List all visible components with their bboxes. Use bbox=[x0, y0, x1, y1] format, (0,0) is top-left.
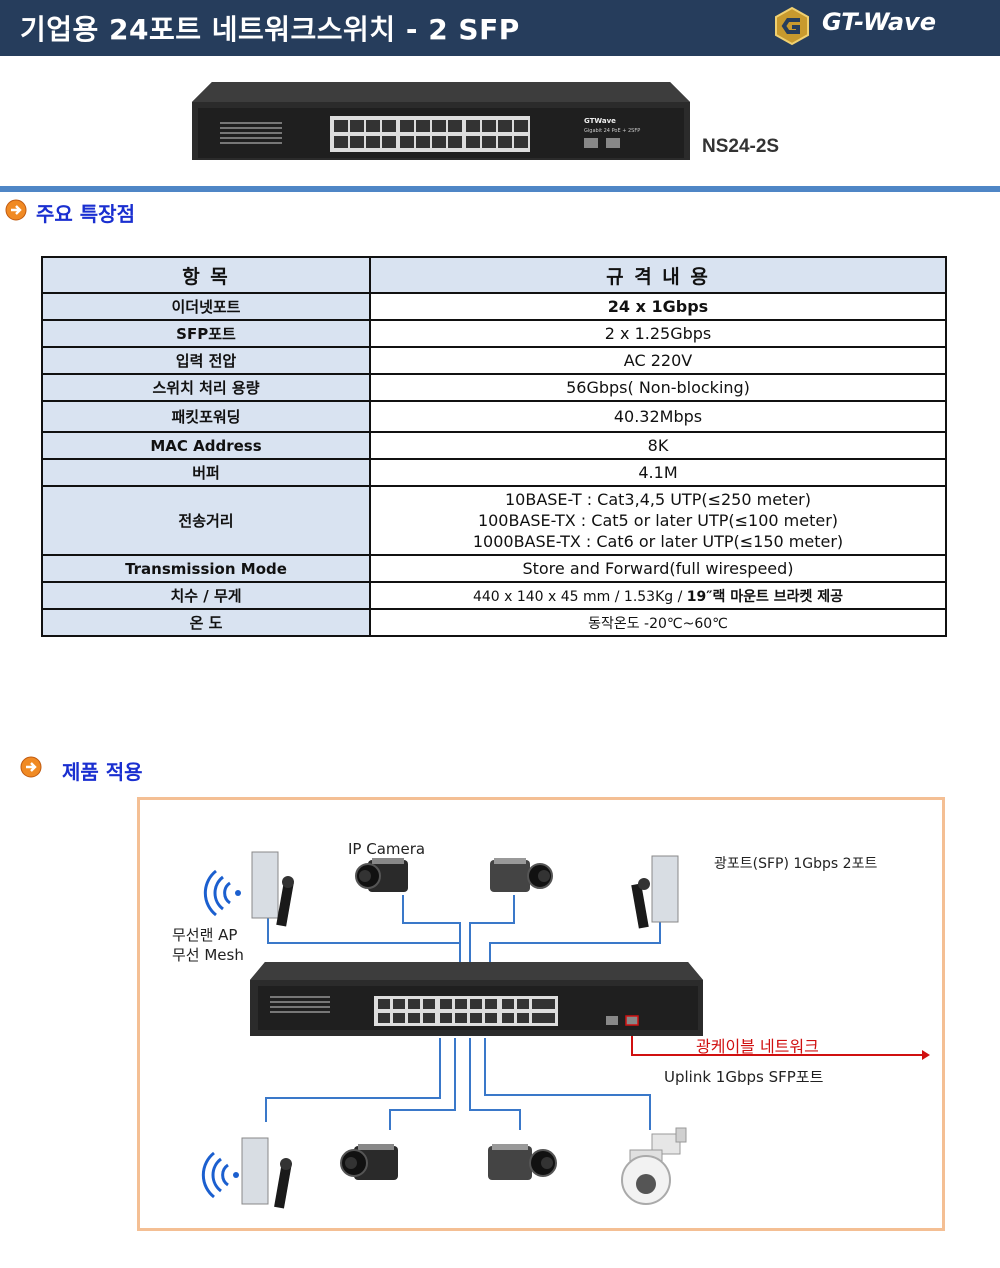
ip-camera-icon bbox=[488, 1144, 557, 1180]
network-diagram-graphic bbox=[201, 851, 930, 1209]
spec-value: 56Gbps( Non-blocking) bbox=[369, 373, 947, 402]
spec-value: AC 220V bbox=[369, 346, 947, 375]
spec-value-line: 1000BASE-TX : Cat6 or later UTP(≤150 met… bbox=[472, 532, 844, 551]
ip-camera-icon bbox=[490, 858, 553, 892]
spec-value: Store and Forward(full wirespeed) bbox=[369, 554, 947, 583]
spec-value: 동작온도 -20℃~60℃ bbox=[369, 608, 947, 637]
fiber-network-label: 광케이블 네트워크 bbox=[696, 1037, 819, 1056]
ip-camera-icon bbox=[340, 1144, 398, 1180]
spec-key: 이더넷포트 bbox=[41, 292, 371, 321]
spec-key: MAC Address bbox=[41, 431, 371, 460]
wireless-mesh-label: 무선 Mesh bbox=[172, 946, 244, 964]
section-title-applications: 제품 적용 bbox=[62, 760, 143, 784]
switch-product-image: GTWave Gigabit 24 PoE + 2SFP bbox=[192, 82, 690, 160]
wifi-signal-icon bbox=[201, 1151, 239, 1199]
section-divider bbox=[0, 186, 1000, 192]
product-brand-mark: GTWave bbox=[584, 117, 616, 125]
wireless-ap-icon bbox=[241, 1137, 292, 1209]
spec-key: 치수 / 무게 bbox=[41, 581, 371, 610]
spec-key: 전송거리 bbox=[41, 485, 371, 556]
switch-diagram-icon bbox=[250, 962, 703, 1036]
page-title: 기업용 24포트 네트워크스위치 - 2 SFP bbox=[20, 13, 520, 46]
model-number: NS24-2S bbox=[702, 136, 780, 157]
spec-value-line: 100BASE-TX : Cat5 or later UTP(≤100 mete… bbox=[477, 511, 839, 530]
wireless-ap-icon bbox=[631, 855, 679, 929]
spec-value-part-bold: 19″랙 마운트 브라켓 제공 bbox=[686, 588, 844, 605]
brand-logo-text: GT-Wave bbox=[822, 8, 936, 36]
spec-value: 2 x 1.25Gbps bbox=[369, 319, 947, 348]
gt-wave-logo-icon bbox=[775, 6, 809, 46]
arrow-right-circle-icon bbox=[5, 199, 27, 221]
arrow-right-circle-icon bbox=[20, 756, 42, 778]
application-diagram: IP Camera 광포트(SFP) 1Gbps 2포트 무선랜 AP 무선 M… bbox=[137, 797, 945, 1231]
spec-value: 4.1M bbox=[369, 458, 947, 487]
spec-value: 440 x 140 x 45 mm / 1.53Kg / 19″랙 마운트 브라… bbox=[369, 581, 947, 610]
spec-key: 온 도 bbox=[41, 608, 371, 637]
spec-key: SFP포트 bbox=[41, 319, 371, 348]
spec-value-part: 440 x 140 x 45 mm / 1.53Kg / bbox=[472, 588, 687, 605]
ip-camera-icon bbox=[355, 858, 408, 892]
spec-key: 패킷포워딩 bbox=[41, 400, 371, 433]
header-bar: 기업용 24포트 네트워크스위치 - 2 SFP GT-Wave bbox=[0, 0, 1000, 56]
wireless-ap-label: 무선랜 AP bbox=[172, 926, 238, 944]
spec-key: 입력 전압 bbox=[41, 346, 371, 375]
spec-value-line: 10BASE-T : Cat3,4,5 UTP(≤250 meter) bbox=[504, 490, 811, 509]
ip-camera-label: IP Camera bbox=[348, 840, 426, 858]
spec-key: 스위치 처리 용량 bbox=[41, 373, 371, 402]
spec-header-item: 항 목 bbox=[41, 256, 371, 294]
spec-key: 버퍼 bbox=[41, 458, 371, 487]
product-panel-text: Gigabit 24 PoE + 2SFP bbox=[584, 128, 640, 134]
wifi-signal-icon bbox=[203, 869, 241, 917]
spec-value-multiline: 10BASE-T : Cat3,4,5 UTP(≤250 meter) 100B… bbox=[369, 485, 947, 556]
wireless-ap-icon bbox=[251, 851, 294, 927]
uplink-label: Uplink 1Gbps SFP포트 bbox=[664, 1068, 824, 1086]
spec-value: 40.32Mbps bbox=[369, 400, 947, 433]
spec-key: Transmission Mode bbox=[41, 554, 371, 583]
sfp-ports-label: 광포트(SFP) 1Gbps 2포트 bbox=[714, 856, 878, 872]
spec-header-value: 규 격 내 용 bbox=[369, 256, 947, 294]
ptz-dome-camera-icon bbox=[621, 1127, 687, 1205]
spec-value: 24 x 1Gbps bbox=[369, 292, 947, 321]
spec-value: 8K bbox=[369, 431, 947, 460]
section-title-features: 주요 특장점 bbox=[36, 202, 135, 226]
